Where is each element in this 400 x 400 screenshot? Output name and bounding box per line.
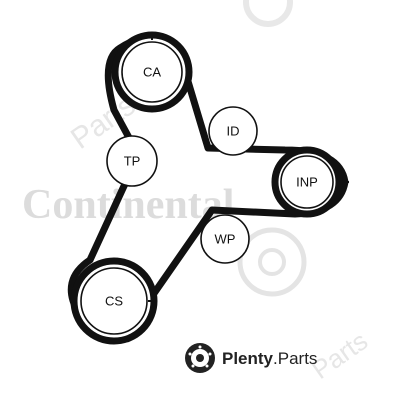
pulley-wp: WP — [200, 214, 250, 264]
pulley-id-label: ID — [227, 124, 240, 139]
pulley-inp-label: INP — [296, 175, 318, 190]
pulley-cs: CS — [70, 257, 158, 345]
watermark-brand-text: Continental — [22, 182, 234, 228]
pulley-tp-label: TP — [124, 154, 141, 169]
pulley-id: ID — [208, 106, 258, 156]
pulley-wp-label: WP — [215, 232, 236, 247]
pulley-tp: TP — [106, 135, 158, 187]
pulley-ca-label: CA — [143, 65, 161, 80]
footer-brand: Plenty.Parts — [185, 343, 317, 373]
brake-disc-icon — [185, 343, 215, 373]
pulley-cs-label: CS — [105, 294, 123, 309]
watermark-disc-icon — [243, 0, 293, 27]
footer-brand-suffix: .Parts — [273, 349, 317, 368]
watermark-rotor-icon — [237, 227, 307, 297]
pulley-inp: INP — [271, 146, 349, 218]
pulley-ca: CA — [111, 31, 193, 113]
footer-brand-name: Plenty — [222, 349, 274, 368]
footer-brand-text: Plenty.Parts — [222, 349, 317, 368]
